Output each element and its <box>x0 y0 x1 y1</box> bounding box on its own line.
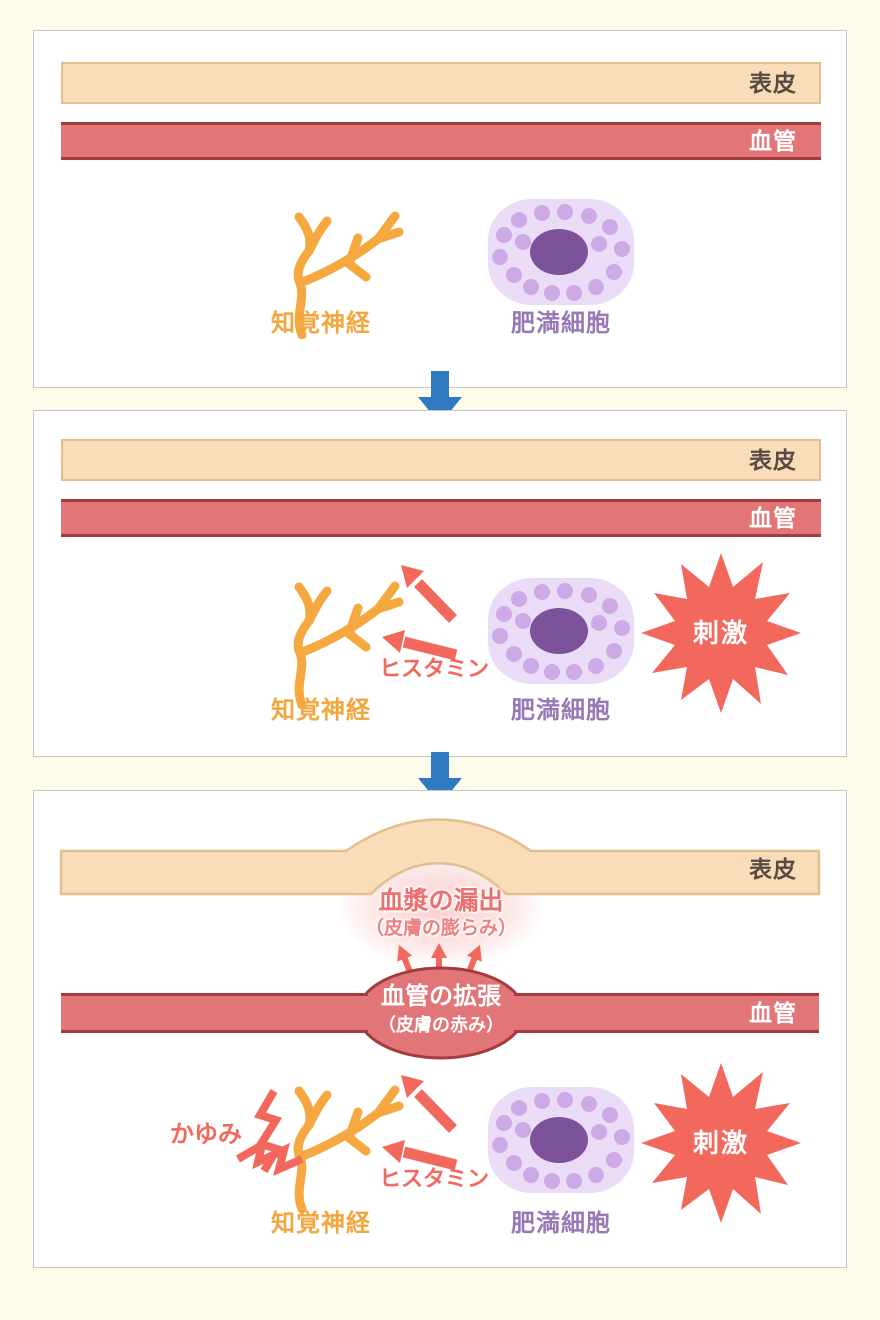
sensory-nerve-icon <box>264 559 404 709</box>
sensory-nerve-label: 知覚神経 <box>271 697 371 724</box>
blood-vessel-layer <box>61 122 821 160</box>
histamine-label: ヒスタミン <box>378 656 489 681</box>
itch-label: かゆみ <box>170 1121 242 1148</box>
sensory-nerve-label: 知覚神経 <box>271 1210 371 1237</box>
vessel-dilation-label: 血管の拡張 <box>381 983 501 1010</box>
blood-vessel-label: 血管 <box>749 128 797 154</box>
stimulus-label: 刺激 <box>692 618 749 648</box>
epidermis-layer <box>61 62 821 104</box>
blood-vessel-label: 血管 <box>749 505 797 531</box>
histamine-label: ヒスタミン <box>378 1166 489 1191</box>
blood-vessel-label: 血管 <box>749 1000 797 1026</box>
swollen-epidermis-layer <box>59 818 821 896</box>
stimulus-label: 刺激 <box>692 1128 749 1158</box>
mast-cell-icon <box>488 199 634 305</box>
panel-skin-reaction: 表皮 血漿の漏出 （皮膚の膨らみ） 血管の拡張 （皮膚の赤み） 血管 刺激 ヒス… <box>33 790 847 1268</box>
mast-cell-label: 肥満細胞 <box>511 310 611 337</box>
epidermis-label: 表皮 <box>749 70 797 96</box>
dilated-blood-vessel-layer <box>61 966 819 1060</box>
epidermis-layer <box>61 439 821 481</box>
epidermis-label: 表皮 <box>749 856 797 882</box>
mast-cell-label: 肥満細胞 <box>511 1210 611 1237</box>
panel-normal-skin: 表皮 血管 知覚神経 肥満細胞 <box>33 30 847 388</box>
mast-cell-label: 肥満細胞 <box>511 697 611 724</box>
plasma-leakage-label: 血漿の漏出 <box>378 887 504 915</box>
plasma-leakage-sublabel: （皮膚の膨らみ） <box>364 918 517 939</box>
panel-histamine-release: 表皮 血管 刺激 ヒスタミン 知覚神経 肥満細胞 <box>33 410 847 757</box>
vessel-dilation-sublabel: （皮膚の赤み） <box>378 1015 504 1035</box>
sensory-nerve-label: 知覚神経 <box>271 310 371 337</box>
blood-vessel-layer <box>61 499 821 537</box>
epidermis-label: 表皮 <box>749 447 797 473</box>
